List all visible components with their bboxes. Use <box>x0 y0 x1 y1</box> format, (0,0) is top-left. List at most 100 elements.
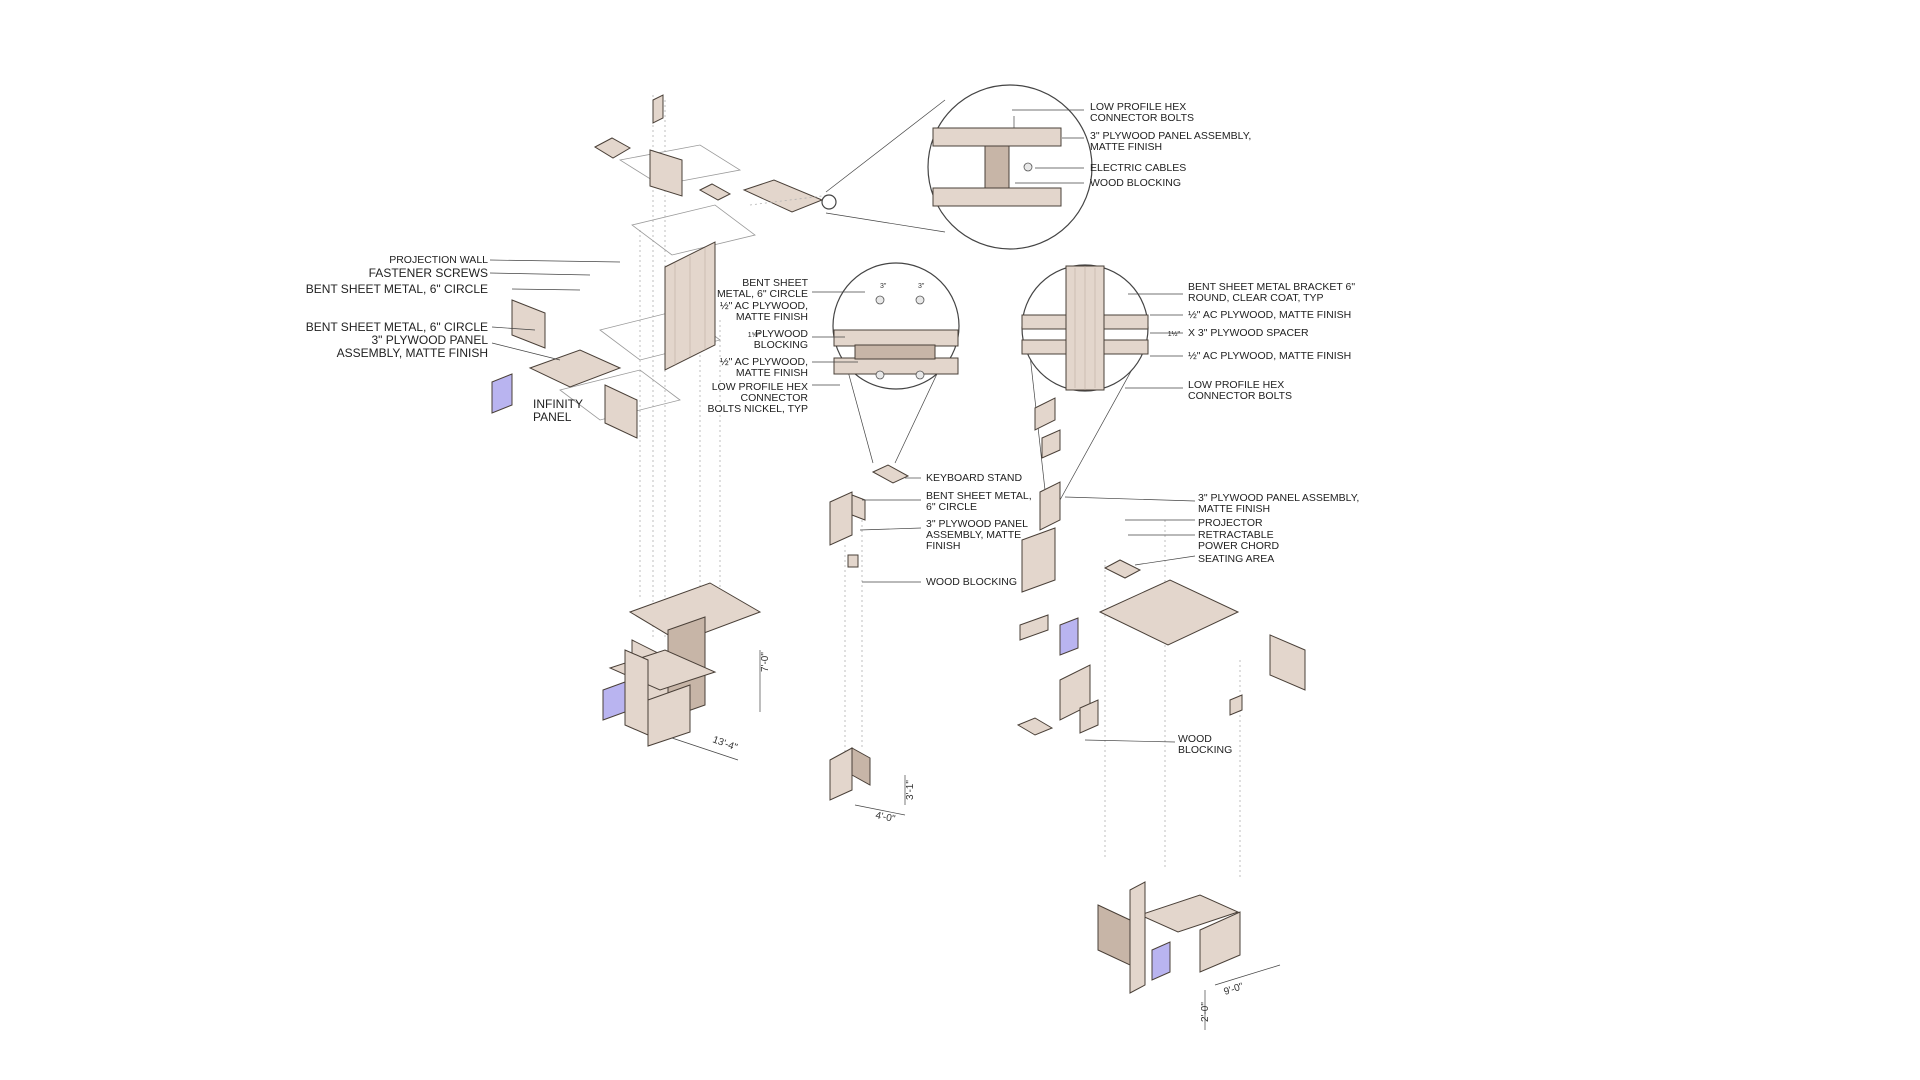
assembly-a-exploded <box>491 94 831 761</box>
detail-dim-a: 3" <box>880 283 887 290</box>
panel-small <box>1039 481 1061 531</box>
label-seating-area: SEATING AREA <box>1198 553 1274 565</box>
detail2-label: CONNECTOR <box>741 392 809 404</box>
panel-right <box>1269 634 1306 691</box>
label-plywood-c1: 3" PLYWOOD PANEL ASSEMBLY, <box>1198 492 1359 504</box>
assembly-b-keyboard-stand <box>829 464 910 816</box>
detail3-label: ½" AC PLYWOOD, MATTE FINISH <box>1188 350 1351 362</box>
detail1-label: MATTE FINISH <box>1090 141 1162 153</box>
label-wood-blocking-c2: BLOCKING <box>1178 744 1232 756</box>
detail2-label: 1⅝" <box>748 332 761 339</box>
label-bent-sheet-b1: BENT SHEET METAL, <box>926 490 1032 502</box>
detail3-label: BENT SHEET METAL BRACKET 6" <box>1188 281 1355 293</box>
panel-vertical-lower <box>647 684 691 747</box>
infinity-panel-right-icon <box>1059 617 1079 656</box>
wood-blocking-piece <box>847 554 859 568</box>
infinity-panel-icon <box>491 373 513 414</box>
detail3-label: ½" AC PLYWOOD, MATTE FINISH <box>1188 309 1351 321</box>
assembly-c-exploded <box>1016 397 1306 1030</box>
panel-small <box>1041 429 1061 459</box>
label-plywood-b3: FINISH <box>926 540 960 552</box>
plywood-panel-horizontal <box>528 349 622 388</box>
detail3-label: X 3" PLYWOOD SPACER <box>1188 327 1309 339</box>
label-plywood-c2: MATTE FINISH <box>1198 503 1270 515</box>
detail2-label: BLOCKING <box>754 339 808 351</box>
panel-vertical-lower <box>624 649 649 736</box>
infinity-panel-lower-icon <box>602 681 626 721</box>
detail1-label: 3" PLYWOOD PANEL ASSEMBLY, <box>1090 130 1251 142</box>
panel-left-lower <box>1019 614 1049 641</box>
small-panel <box>698 183 732 201</box>
seat-base <box>1138 894 1240 933</box>
detail1-label: CONNECTOR BOLTS <box>1090 112 1194 124</box>
panel-small <box>1016 717 1054 736</box>
label-wood-blocking-c1: WOOD <box>1178 733 1212 745</box>
panel-vertical <box>1097 904 1131 966</box>
panel-vertical <box>1079 699 1099 734</box>
panel-vertical <box>829 491 853 546</box>
annotation-labels: PROJECTION WALL FASTENER SCREWS BENT SHE… <box>306 101 1360 756</box>
small-side-panel <box>604 384 638 439</box>
label-panel: PANEL <box>533 410 572 424</box>
panel-right-lower <box>1199 911 1241 973</box>
dim-b-width: 4'-0" <box>874 810 896 825</box>
detail2-label: ½" AC PLYWOOD, <box>720 356 808 368</box>
small-panel <box>742 179 824 213</box>
label-retractable-2: POWER CHORD <box>1198 540 1280 552</box>
detail2-label: BENT SHEET <box>742 277 808 289</box>
projector-box <box>1103 559 1142 579</box>
table-top <box>628 582 762 643</box>
stand-lower-panel <box>829 747 853 801</box>
detail2-label: BOLTS NICKEL, TYP <box>707 403 808 415</box>
detail2-label: ½" AC PLYWOOD, <box>720 300 808 312</box>
detail2-label: MATTE FINISH <box>736 367 808 379</box>
label-retractable-1: RETRACTABLE <box>1198 529 1274 541</box>
detail2-label: MATTE FINISH <box>736 311 808 323</box>
detail-dim-b: 3" <box>918 283 925 290</box>
detail2-label: PLYWOOD <box>755 328 808 340</box>
detail-circle-2 <box>832 262 960 464</box>
label-projector: PROJECTOR <box>1198 517 1263 529</box>
label-plywood-b2: ASSEMBLY, MATTE <box>926 529 1021 541</box>
small-panel <box>649 149 683 197</box>
seating-area-top <box>1098 579 1240 646</box>
detail3-label: 1½" <box>1168 330 1181 338</box>
label-keyboard-stand: KEYBOARD STAND <box>926 472 1022 484</box>
label-fastener-screws: FASTENER SCREWS <box>369 266 488 280</box>
panel-small <box>1229 694 1243 716</box>
label-infinity: INFINITY <box>533 397 583 411</box>
label-bent-sheet-b2: 6" CIRCLE <box>926 501 977 513</box>
dim-a-height: 7'-0" <box>760 652 771 672</box>
detail3-label: LOW PROFILE HEX <box>1188 379 1284 391</box>
detail1-label: WOOD BLOCKING <box>1090 177 1181 189</box>
stand-lower-panel <box>851 747 871 786</box>
panel-vertical <box>851 494 866 521</box>
label-bent-sheet-metal-b: BENT SHEET METAL, 6" CIRCLE <box>306 320 488 334</box>
infinity-panel-bottom-icon <box>1151 941 1171 981</box>
dim-a-width: 13'-4" <box>711 734 739 753</box>
detail-circle-3 <box>1021 264 1149 501</box>
bent-sheet-metal-panel <box>511 299 546 349</box>
label-plywood-panel-a1: 3" PLYWOOD PANEL <box>371 333 488 347</box>
small-panel <box>593 137 632 159</box>
label-bent-sheet-metal-a: BENT SHEET METAL, 6" CIRCLE <box>306 282 488 296</box>
dim-c-height: 2'-0" <box>1200 1002 1211 1022</box>
detail2-label: METAL, 6" CIRCLE <box>717 288 808 300</box>
detail3-label: ROUND, CLEAR COAT, TYP <box>1188 292 1324 304</box>
dim-c-width: 9'-0" <box>1223 981 1246 998</box>
panel-vertical <box>1021 527 1056 593</box>
label-plywood-panel-a2: ASSEMBLY, MATTE FINISH <box>337 346 488 360</box>
panel-vertical <box>1129 881 1146 994</box>
label-projection-wall: PROJECTION WALL <box>389 254 488 266</box>
small-panel <box>652 94 664 124</box>
keyboard-stand-top <box>871 464 910 484</box>
detail-circle-1 <box>821 84 1093 250</box>
detail1-label: LOW PROFILE HEX <box>1090 101 1186 113</box>
leader-lines <box>489 109 1196 743</box>
detail2-label: LOW PROFILE HEX <box>712 381 808 393</box>
detail3-label: CONNECTOR BOLTS <box>1188 390 1292 402</box>
label-wood-blocking-b: WOOD BLOCKING <box>926 576 1017 588</box>
detail1-label: ELECTRIC CABLES <box>1090 162 1186 174</box>
label-plywood-b1: 3" PLYWOOD PANEL <box>926 518 1028 530</box>
